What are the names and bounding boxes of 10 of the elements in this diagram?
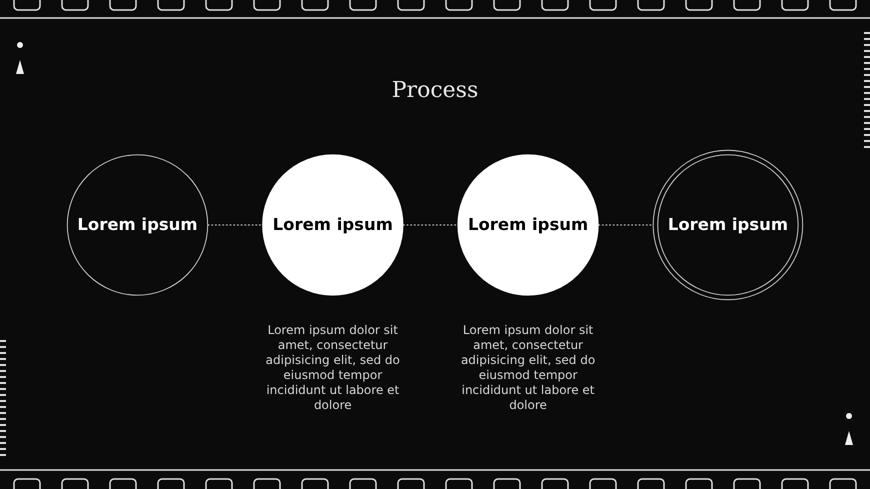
connector — [207, 224, 264, 226]
title: Process — [392, 78, 478, 103]
node-circle: Lorem ipsum — [457, 154, 599, 296]
connector — [402, 224, 458, 226]
description-text: Lorem ipsum dolor sit amet, consectetur adipisicing elit, sed do eiusmod tempor incididunt ut labore et dolore — [264, 323, 401, 414]
node-circle: Lorem ipsum — [262, 154, 404, 296]
node-circle: Lorem ipsum — [652, 150, 804, 300]
description-text: Lorem ipsum dolor sit amet, consectetur adipisicing elit, sed do eiusmod tempor incididunt ut labore et dolore — [460, 323, 596, 414]
connector — [598, 224, 654, 226]
node-circle: Lorem ipsum — [66, 154, 208, 296]
